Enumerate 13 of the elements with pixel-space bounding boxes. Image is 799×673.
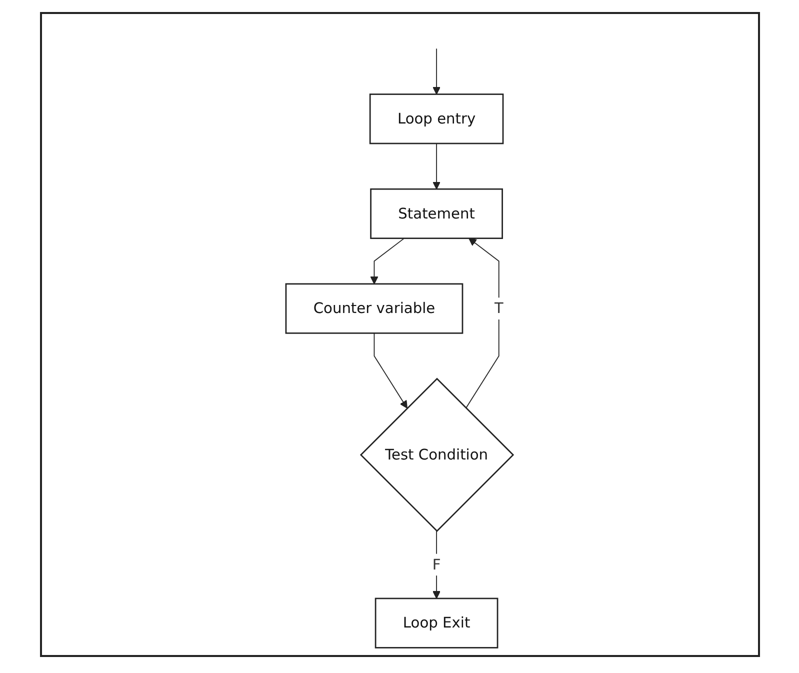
arrow	[433, 143, 441, 190]
node-box: Loop Exit	[375, 598, 499, 648]
node-box: Loop entry	[370, 94, 504, 144]
node-box: Counter variable	[286, 283, 464, 334]
node-diamond: Test Condition	[360, 378, 515, 532]
arrow	[433, 48, 441, 95]
arrow	[370, 238, 406, 284]
node-box: Statement	[370, 188, 504, 239]
edge-label: F	[432, 556, 442, 573]
arrow	[433, 530, 441, 599]
arrow	[374, 332, 408, 409]
edge-label: T	[494, 299, 504, 317]
arrow	[466, 238, 500, 409]
